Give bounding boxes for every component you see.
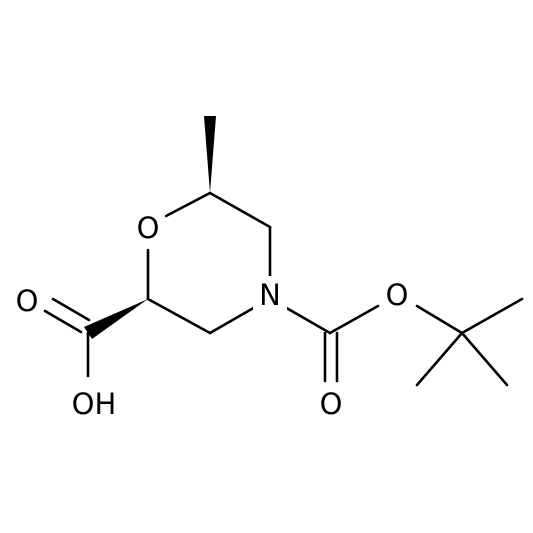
bond-c5-c6 [208,191,272,229]
wedge-bond-c6-methyl [204,116,216,193]
atom-label-ester-oxygen: O [386,278,409,312]
bond-c6-o1 [164,191,212,218]
bond-acid-c-o-double-2 [51,297,91,322]
atom-label-acid-carbonyl-oxygen: O [16,284,39,318]
atom-label-boc-carbonyl-oxygen: O [320,387,343,421]
bond-tbu-methyl-3 [460,331,509,387]
bond-c2-c3 [146,297,212,335]
bond-carbonyl-o-ester [328,304,380,335]
bond-tbu-methyl-2 [415,331,464,387]
bond-acid-c-o-double-1 [43,309,83,334]
atom-label-ring-nitrogen: N [259,278,281,312]
atom-label-ring-oxygen: O [137,211,160,245]
bond-tbu-methyl-1 [460,297,524,335]
bond-c3-n4 [208,304,259,335]
atom-label-acid-hydroxyl: OH [72,387,117,421]
bond-n4-c-carbonyl [281,304,332,335]
wedge-bond-c2-carboxyl [84,299,148,339]
bond-o-ester-c-quaternary [415,304,464,335]
